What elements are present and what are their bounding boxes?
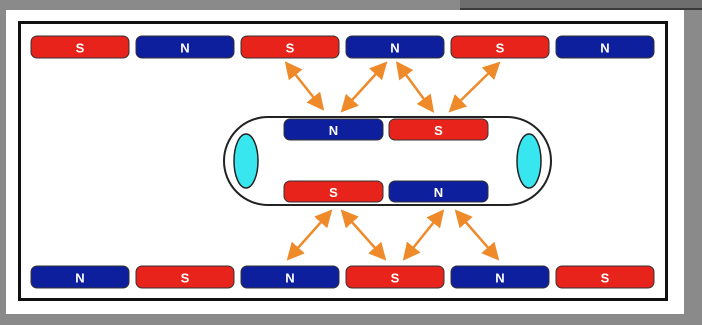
top-magnet-south: S <box>450 35 550 59</box>
top-magnet-north: N <box>555 35 655 59</box>
pill-upper-magnet-north: N <box>283 118 384 141</box>
pole-label: N <box>180 41 189 56</box>
magnet-body <box>388 180 489 203</box>
magnet-body <box>345 265 445 289</box>
pole-label: N <box>285 271 294 286</box>
pole-label: N <box>434 185 443 200</box>
pole-label: N <box>75 271 84 286</box>
bottom-magnet-south: S <box>135 265 235 289</box>
arrow <box>454 209 500 261</box>
bottom-magnet-south: S <box>555 265 655 289</box>
pole-label: S <box>391 271 400 286</box>
magnet-body <box>283 180 384 203</box>
pole-label: S <box>601 271 610 286</box>
pole-label: S <box>434 123 443 138</box>
magnet-body <box>240 265 340 289</box>
arrow <box>286 209 333 261</box>
top-magnet-south: S <box>30 35 130 59</box>
arrow <box>448 61 501 113</box>
pole-label: S <box>496 41 505 56</box>
arrow <box>340 61 388 113</box>
pole-label: N <box>495 271 504 286</box>
background-strip <box>460 0 702 10</box>
arrow <box>284 61 325 111</box>
capsule-outline <box>223 116 552 206</box>
arrow <box>402 209 445 261</box>
magnet-body <box>30 265 130 289</box>
pill-upper-magnet-south: S <box>388 118 489 141</box>
pole-label: S <box>286 41 295 56</box>
top-force-arrows <box>284 61 501 113</box>
bottom-force-arrows <box>286 209 500 261</box>
top-magnet-north: N <box>345 35 445 59</box>
bottom-magnet-north: N <box>450 265 550 289</box>
magnet-body <box>30 35 130 59</box>
magnet-body <box>555 265 655 289</box>
magnet-body <box>450 35 550 59</box>
top-magnet-south: S <box>240 35 340 59</box>
arrow <box>395 61 435 113</box>
pole-label: S <box>76 41 85 56</box>
arrow <box>340 209 387 261</box>
pole-label: N <box>329 123 338 138</box>
magnet-body <box>555 35 655 59</box>
right-lens <box>516 133 542 189</box>
magnet-body <box>345 35 445 59</box>
bottom-magnet-south: S <box>345 265 445 289</box>
pill-lower-magnet-south: S <box>283 180 384 203</box>
magnet-body <box>388 118 489 141</box>
bottom-magnet-north: N <box>30 265 130 289</box>
magnet-body <box>240 35 340 59</box>
pole-label: S <box>181 271 190 286</box>
pill-lower-magnet-north: N <box>388 180 489 203</box>
magnet-body <box>135 265 235 289</box>
bottom-magnet-north: N <box>240 265 340 289</box>
pole-label: N <box>600 41 609 56</box>
magnet-body <box>283 118 384 141</box>
top-magnet-north: N <box>135 35 235 59</box>
magnet-body <box>450 265 550 289</box>
pole-label: S <box>329 185 338 200</box>
pole-label: N <box>390 41 399 56</box>
magnet-body <box>135 35 235 59</box>
left-lens <box>233 133 259 189</box>
